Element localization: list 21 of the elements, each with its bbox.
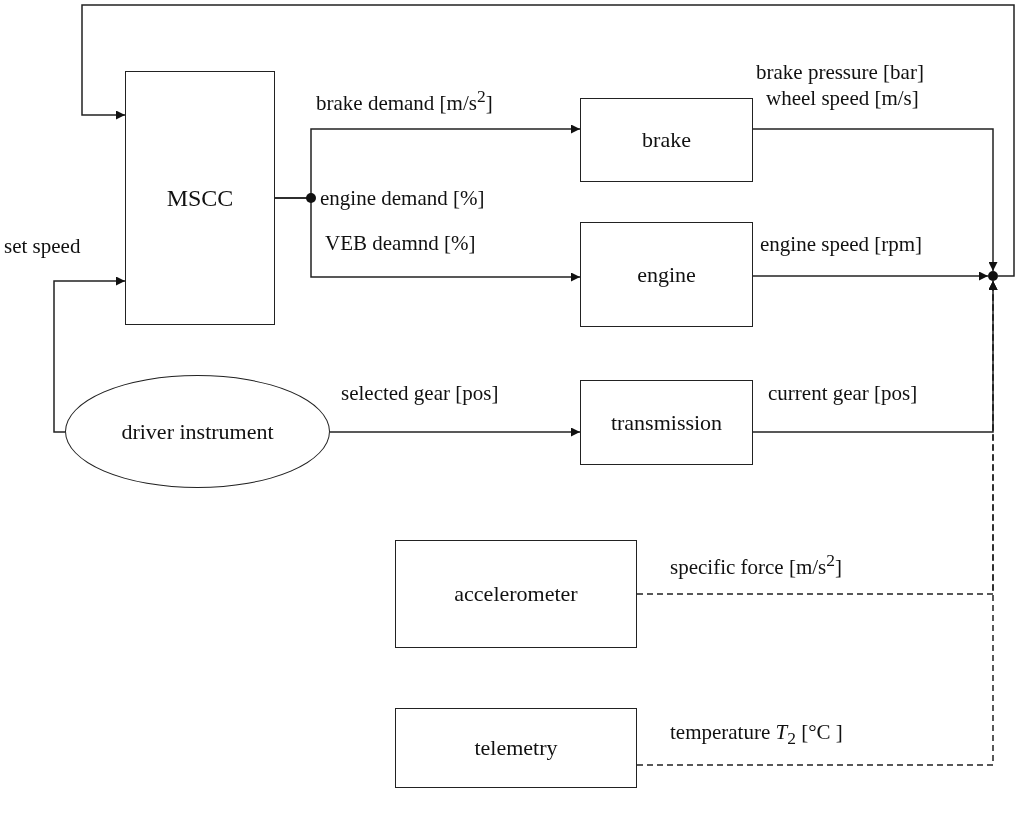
block-label: telemetry [473,734,559,763]
arrow [274,197,581,282]
arrow [752,128,998,272]
block-label: accelerometer [453,580,579,609]
block-label: MSCC [165,183,235,213]
block-box [395,540,637,648]
block-box [395,708,637,788]
block-box [580,380,753,465]
arrow [752,271,989,281]
arrow [329,427,581,437]
block-label: engine [636,260,697,289]
arrow [53,276,126,433]
summing-dot [988,271,998,281]
arrow [81,4,1015,277]
arrow [752,280,998,433]
block-label: driver instrument [120,417,275,446]
block-label: transmission [609,408,724,437]
block-box [125,71,275,325]
block-box [580,222,753,327]
block-box [580,98,753,182]
block-label: brake [641,126,692,155]
